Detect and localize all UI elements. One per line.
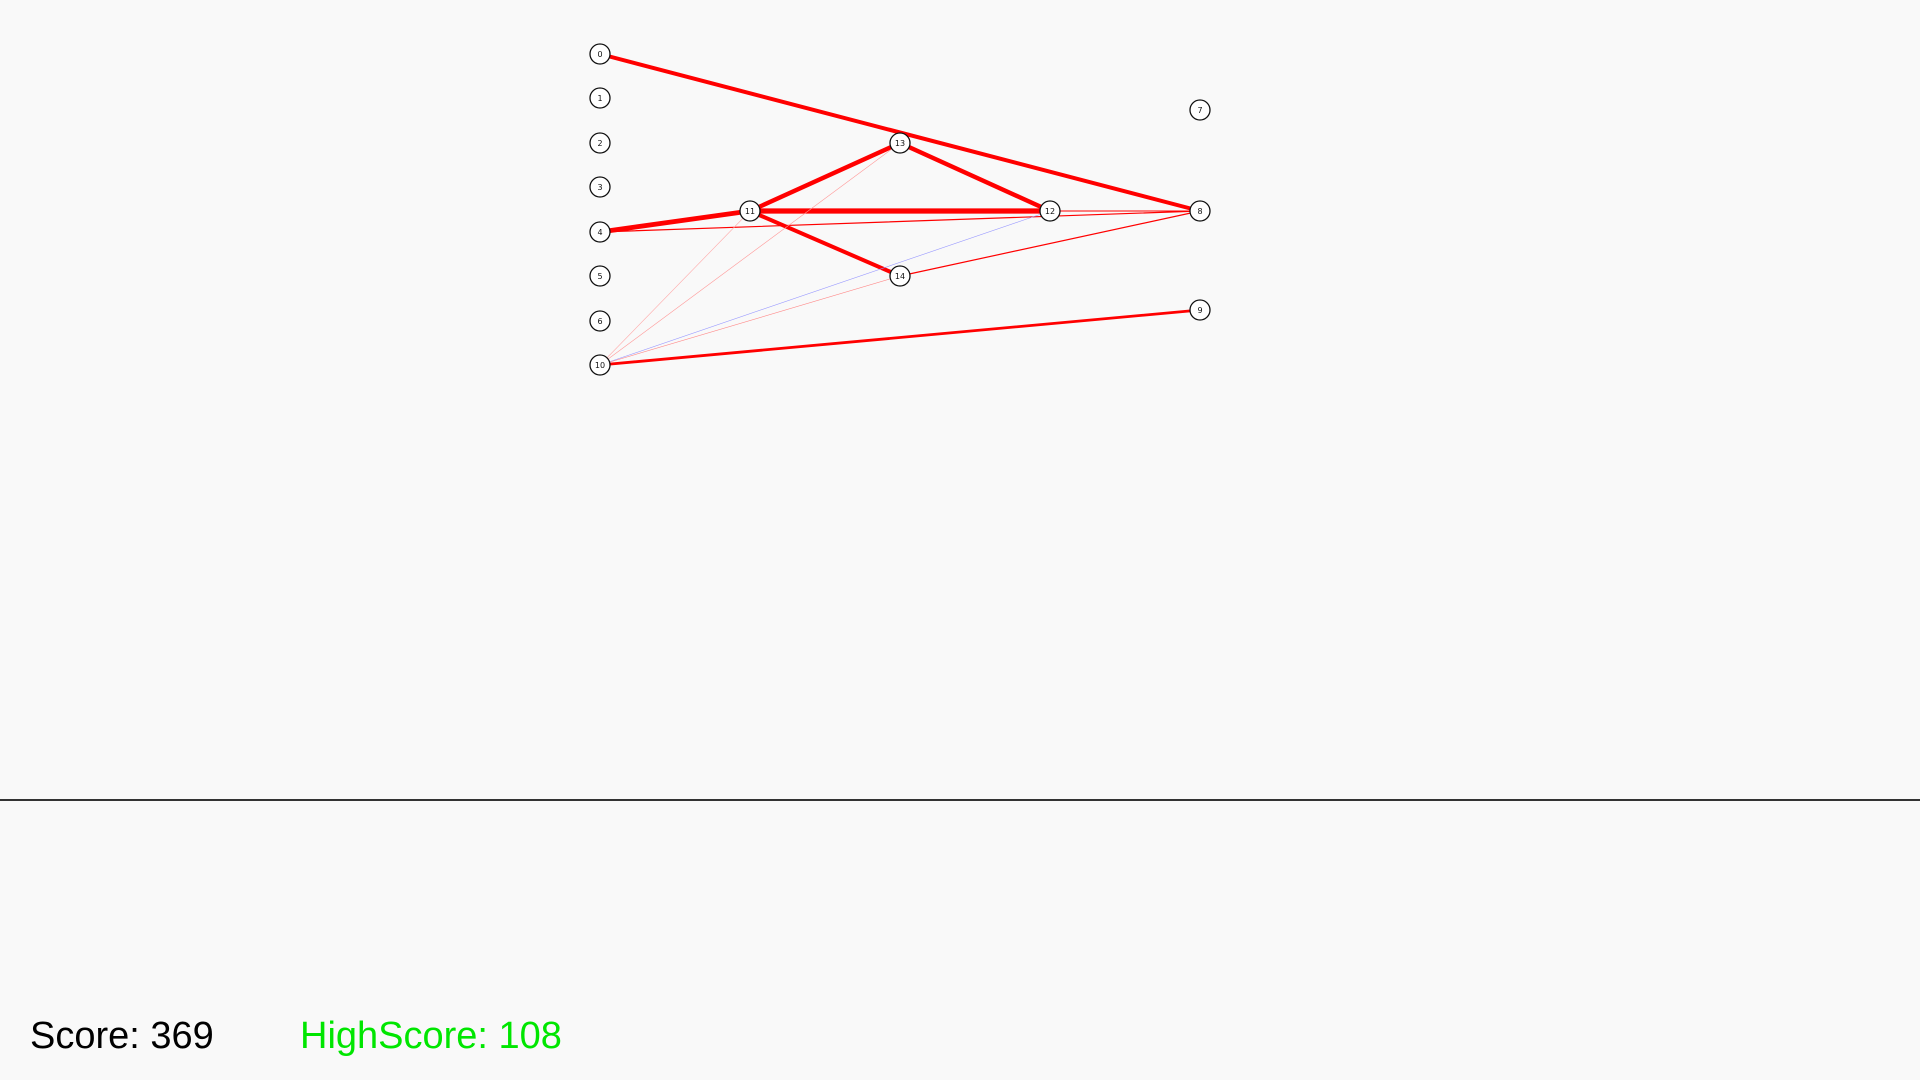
edge-10-13 <box>599 142 901 366</box>
node-9: 9 <box>1189 299 1211 321</box>
node-circle <box>589 310 611 332</box>
edge-10-11 <box>599 210 751 366</box>
edge-10-9 <box>598 308 1202 367</box>
node-label: 0 <box>597 50 602 59</box>
node-circle <box>889 265 911 287</box>
score-display: Score: 369 <box>30 1015 214 1057</box>
node-10: 10 <box>589 354 611 376</box>
node-8: 8 <box>1189 200 1211 222</box>
node-0: 0 <box>589 43 611 65</box>
node-circle <box>1189 200 1211 222</box>
node-label: 4 <box>597 228 602 237</box>
node-4: 4 <box>589 221 611 243</box>
node-label: 9 <box>1197 306 1202 315</box>
node-11: 11 <box>739 200 761 222</box>
edge-4-11 <box>597 208 753 235</box>
node-13: 13 <box>889 132 911 154</box>
node-label: 6 <box>597 317 602 326</box>
node-label: 5 <box>597 272 602 281</box>
edge-4-8 <box>599 210 1201 233</box>
node-circle <box>1189 99 1211 121</box>
node-5: 5 <box>589 265 611 287</box>
edge-11-14 <box>748 209 902 278</box>
node-6: 6 <box>589 310 611 332</box>
edge-10-12 <box>599 210 1051 366</box>
playfield-divider <box>0 799 1920 801</box>
node-circle <box>589 265 611 287</box>
node-circle <box>1189 299 1211 321</box>
node-circle <box>589 87 611 109</box>
edge-10-14 <box>599 275 901 366</box>
node-label: 8 <box>1197 207 1202 216</box>
node-circle <box>589 354 611 376</box>
node-label: 3 <box>597 183 602 192</box>
edge-14-8 <box>899 210 1201 277</box>
network-edges <box>597 52 1202 367</box>
edge-13-12 <box>897 140 1053 214</box>
node-circle <box>739 200 761 222</box>
node-2: 2 <box>589 132 611 154</box>
node-label: 10 <box>595 361 605 370</box>
highscore-display: HighScore: 108 <box>300 1015 562 1057</box>
node-label: 13 <box>895 139 905 148</box>
node-3: 3 <box>589 176 611 198</box>
node-12: 12 <box>1039 200 1061 222</box>
node-circle <box>589 132 611 154</box>
node-label: 7 <box>1197 106 1202 115</box>
node-circle <box>889 132 911 154</box>
node-label: 1 <box>597 94 602 103</box>
node-circle <box>589 176 611 198</box>
node-circle <box>589 43 611 65</box>
node-label: 2 <box>597 139 602 148</box>
edge-11-13 <box>747 140 903 214</box>
node-circle <box>1039 200 1061 222</box>
node-7: 7 <box>1189 99 1211 121</box>
node-label: 11 <box>745 207 755 216</box>
node-label: 14 <box>895 272 905 281</box>
node-1: 1 <box>589 87 611 109</box>
node-circle <box>589 221 611 243</box>
node-14: 14 <box>889 265 911 287</box>
node-label: 12 <box>1045 207 1055 216</box>
